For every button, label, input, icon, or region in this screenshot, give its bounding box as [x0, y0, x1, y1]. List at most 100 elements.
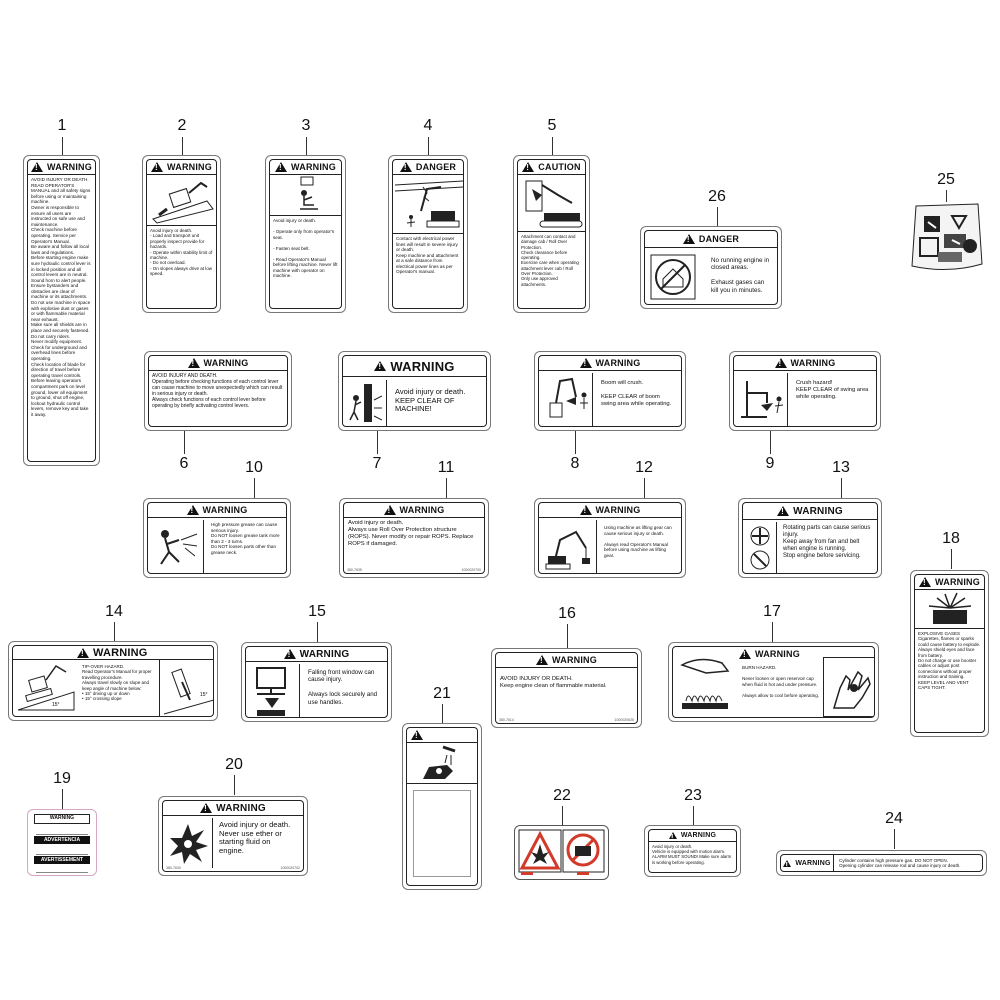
- decal-2-line: - Load and transport unit properly inspe…: [150, 233, 205, 250]
- decal-4-line: Keep machine and attachment at a safe di…: [396, 252, 459, 275]
- decal-19: WARNING ADVERTENCIA AVERTISSEMENT: [27, 809, 97, 876]
- decal-4-header: DANGER: [393, 160, 463, 175]
- decal-15-frame: WARNING Falling front window can cause i…: [245, 646, 388, 718]
- decal-4-line: Contact with electrical power lines will…: [396, 236, 458, 252]
- danger-triangle-icon: [682, 234, 695, 244]
- decal-10-frame: WARNING High pressure grease can cause s…: [147, 502, 287, 574]
- decal-3-frame: WARNING Avoid injury or death. - Operate…: [269, 159, 342, 309]
- decal-14-line: • 15° crossing slope: [82, 696, 122, 702]
- decal-10-text: High pressure grease can cause serious i…: [208, 520, 284, 558]
- decal-18-signal-word: WARNING: [935, 577, 980, 587]
- decal-1-line: Make sure all shields are in place and s…: [31, 322, 90, 334]
- decal-24-header: WARNING: [781, 855, 834, 871]
- warning-triangle-icon: [668, 832, 677, 842]
- decal-1-line: Check for underground and overhead lines…: [31, 344, 87, 361]
- decal-4-text: Contact with electrical power lines will…: [393, 234, 463, 277]
- callout-20: 20: [225, 756, 243, 773]
- decal-21-blank-panel: [413, 790, 471, 877]
- decal-16-code: 380-7614: [499, 718, 514, 722]
- decal-26-line: No running engine in closed areas.: [711, 257, 770, 272]
- callout-10: 10: [245, 459, 263, 476]
- decal-8-signal-word: WARNING: [595, 358, 641, 368]
- leader-line-7: [377, 428, 378, 454]
- decal-16-header: WARNING: [496, 653, 637, 668]
- decal-18: WARNING EXPLOSIVE GASES Cigarettes, flam…: [910, 570, 989, 737]
- decal-12: WARNING Using machine as lifting gear ca…: [534, 498, 686, 578]
- decal-4-frame: DANGER Contact with electrical power lin…: [392, 159, 464, 309]
- callout-26: 26: [708, 188, 726, 205]
- decal-7-line: KEEP CLEAR OF MACHINE!: [395, 395, 455, 414]
- decal-19-es-word: ADVERTENCIA: [43, 837, 81, 843]
- decal-14-frame: WARNING 15° TIP-OVER HAZARD. Read Operat…: [12, 645, 214, 717]
- decal-9-text: Crush hazard! KEEP CLEAR of swing area w…: [792, 378, 874, 403]
- decal-14: WARNING 15° TIP-OVER HAZARD. Read Operat…: [8, 641, 218, 721]
- caution-triangle-icon: [522, 162, 535, 172]
- decal-10-signal-word: WARNING: [202, 505, 248, 515]
- decal-3-line: - Operate only from operator's seat.: [273, 229, 335, 240]
- callout-9: 9: [765, 455, 775, 472]
- decal-13-line: Keep away from fan and belt when engine …: [783, 539, 860, 552]
- decal-18-text: EXPLOSIVE GASES Cigarettes, flames or sp…: [915, 629, 984, 692]
- decal-13-frame: WARNING Rotating parts can cause serious…: [742, 502, 878, 574]
- decal-2-line: - Do not overload.: [150, 260, 186, 266]
- decal-26-line: Exhaust gases can kill you in minutes.: [711, 279, 765, 294]
- decal-17: WARNING BURN HAZARD. Never loosen or ope…: [668, 642, 879, 722]
- decal-15: WARNING Falling front window can cause i…: [241, 642, 392, 722]
- decal-8-text: Boom will crush. KEEP CLEAR of boom swin…: [597, 378, 679, 410]
- leader-line-17: [772, 622, 773, 642]
- decal-20-frame: WARNING Avoid injury or death. Never use…: [162, 800, 304, 872]
- decal-2-signal-word: WARNING: [167, 162, 212, 172]
- decal-26-header: DANGER: [645, 231, 777, 248]
- decal-2-header: WARNING: [147, 160, 216, 175]
- boom-crush-icon: [549, 373, 593, 426]
- callout-15: 15: [308, 603, 326, 620]
- decal-8: WARNING Boom will crush. KEEP CLEAR of b…: [534, 351, 686, 431]
- warning-triangle-icon: [739, 649, 751, 659]
- decal-23-text: Avoid injury or death. Vehicle is equipp…: [649, 842, 736, 867]
- decal-14-line: • 15° driving up or down: [82, 691, 130, 697]
- decal-7-frame: WARNING Avoid injury or death. KEEP CLEA…: [342, 355, 487, 427]
- attachment-cab-contact-icon: [518, 180, 585, 232]
- decal-23-line: Vehicle is equipped with motion alarm.: [652, 849, 726, 855]
- decal-23-line: ALARM MUST SOUND! Make sure alarm is wor…: [652, 854, 732, 865]
- decal-15-signal-word: WARNING: [299, 648, 350, 660]
- decal-1-line: Do not carry riders.: [31, 333, 71, 339]
- decal-21-frame: [406, 727, 478, 886]
- decal-7-text: Avoid injury or death. KEEP CLEAR OF MAC…: [391, 386, 484, 416]
- decal-24-text: Cylinder contains high pressure gas. DO …: [836, 856, 980, 871]
- decal-15-header: WARNING: [246, 647, 387, 662]
- decal-9: WARNING Crush hazard! KEEP CLEAR of swin…: [729, 351, 881, 431]
- decal-26: DANGER No running engine in closed areas…: [640, 226, 782, 309]
- decal-16-signal-word: WARNING: [552, 655, 597, 665]
- callout-13: 13: [832, 459, 850, 476]
- decal-5-text: Attachment can contact and damage cab / …: [518, 232, 585, 289]
- callout-17: 17: [763, 603, 781, 620]
- decal-11-signal-word: WARNING: [399, 505, 445, 515]
- leader-line-1: [62, 137, 63, 157]
- decal-13-line: Rotating parts can cause serious injury.: [783, 525, 871, 538]
- leader-line-15: [317, 622, 318, 642]
- decal-21-header: [407, 728, 477, 743]
- falling-window-icon: [256, 664, 300, 717]
- decal-16: WARNING AVOID INJURY OR DEATH. Keep engi…: [491, 648, 642, 728]
- slope-crossing-icon: 15°: [159, 660, 213, 716]
- warning-triangle-icon: [200, 803, 213, 813]
- decal-14-angle-right: 15°: [200, 692, 208, 698]
- decal-14-line: Read Operator's Manual for proper travel…: [82, 669, 152, 680]
- decal-20-code: 380-7630: [166, 866, 181, 870]
- decal-8-line: Boom will crush.: [601, 380, 644, 386]
- leader-line-5: [552, 137, 553, 157]
- explosion-icon: [170, 818, 213, 868]
- warning-triangle-icon: [777, 506, 790, 516]
- decal-2-line: Avoid injury or death.: [150, 228, 193, 233]
- battery-pictogram-panel: [518, 829, 605, 875]
- swing-crush-icon: [741, 373, 788, 426]
- leader-line-11: [446, 478, 447, 498]
- leader-line-13: [841, 478, 842, 498]
- decal-1-line: Owner is responsible to ensure all users…: [31, 204, 85, 227]
- decal-10: WARNING High pressure grease can cause s…: [143, 498, 291, 578]
- decal-1-line: Do not use machine in space with explosi…: [31, 300, 91, 322]
- decal-14-line: TIP-OVER HAZARD.: [82, 664, 125, 669]
- decal-1-signal-word: WARNING: [47, 162, 92, 172]
